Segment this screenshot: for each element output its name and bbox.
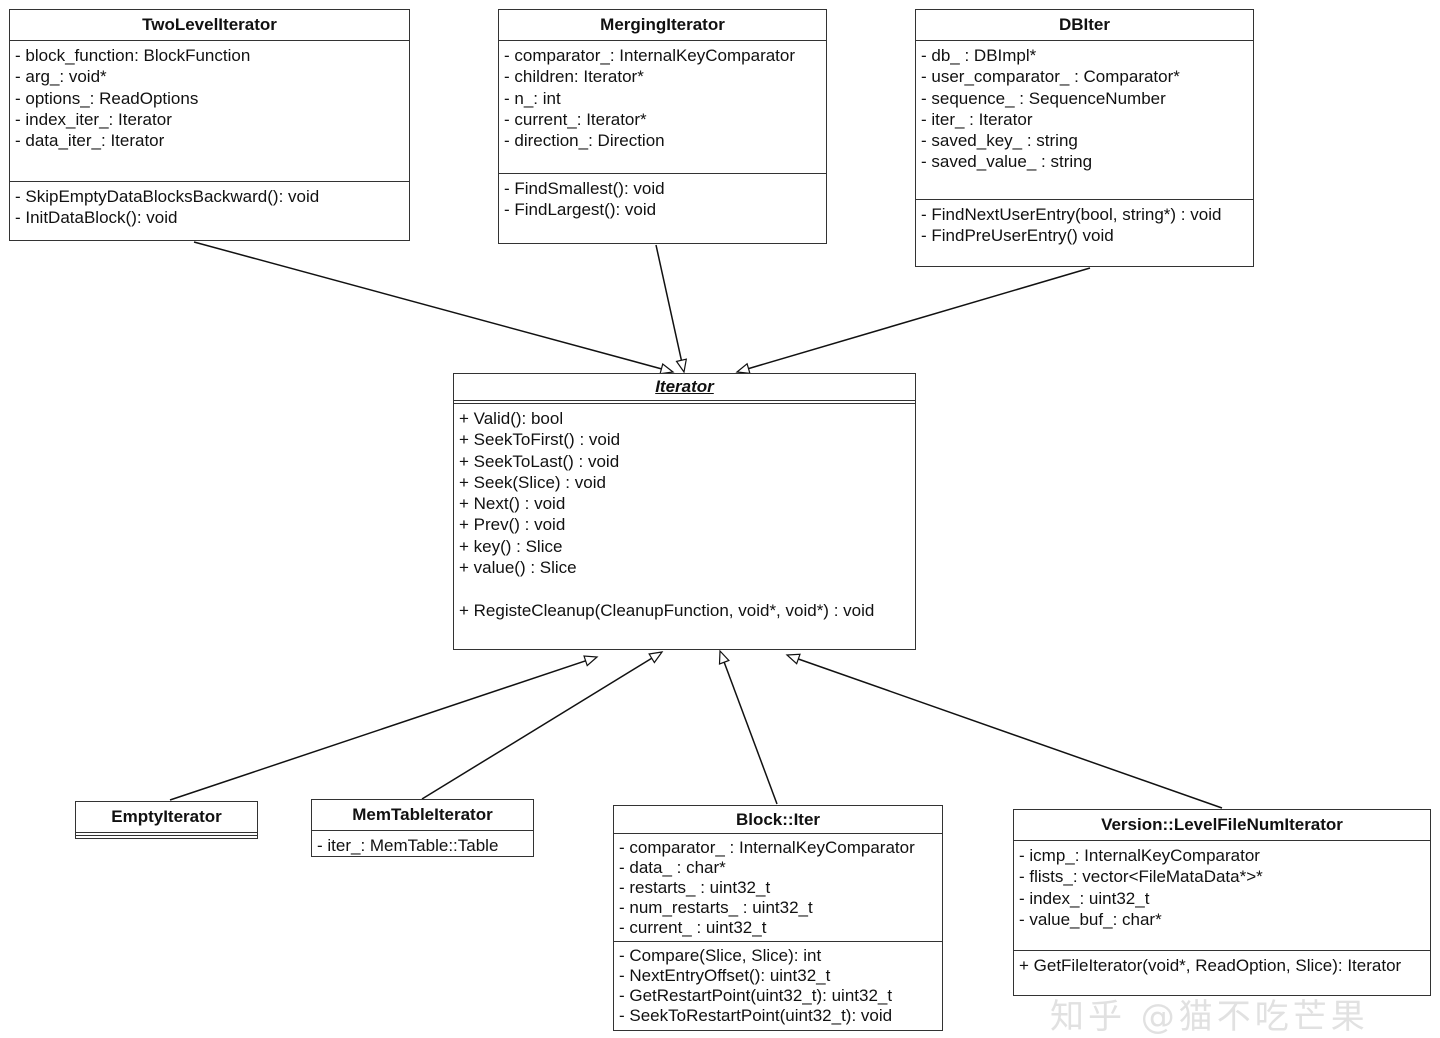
attribute: - saved_value_ : string: [921, 152, 1093, 172]
attribute: - block_function: BlockFunction: [15, 46, 251, 65]
method: + value() : Slice: [459, 558, 577, 578]
attribute: - current_ : uint32_t: [619, 918, 767, 937]
attribute: - comparator_: InternalKeyComparator: [504, 46, 796, 65]
link-dbiter-to-iterator: [748, 267, 1091, 370]
method: + key() : Slice: [459, 536, 563, 556]
class-merging[interactable]: MergingIterator- comparator_: InternalKe…: [498, 9, 827, 244]
attributes-section: - icmp_: InternalKeyComparator - flists_:…: [1014, 841, 1430, 951]
method: - Compare(Slice, Slice): int: [619, 946, 822, 965]
class-levelfile[interactable]: Version::LevelFileNumIterator- icmp_: In…: [1013, 809, 1431, 996]
class-name: DBIter: [916, 10, 1253, 41]
method: + Next() : void: [459, 494, 566, 514]
class-name: MemTableIterator: [312, 800, 533, 831]
class-name: Block::Iter: [614, 806, 942, 834]
class-name: MergingIterator: [499, 10, 826, 41]
method: - FindSmallest(): void: [504, 179, 665, 198]
link-empty-to-iterator: [169, 660, 586, 801]
attribute: - iter_ : Iterator: [921, 109, 1033, 129]
attribute: - num_restarts_ : uint32_t: [619, 898, 813, 917]
method: - FindNextUserEntry(bool, string*) : voi…: [921, 205, 1222, 224]
attribute: - comparator_ : InternalKeyComparator: [619, 838, 915, 857]
hollow-triangle-arrowhead: [785, 653, 801, 665]
attribute: - db_ : DBImpl*: [921, 46, 1037, 65]
methods-section: + GetFileIterator(void*, ReadOption, Sli…: [1014, 951, 1430, 980]
method: + Prev() : void: [459, 515, 566, 535]
attribute: - iter_: MemTable::Table: [317, 836, 499, 855]
class-name: EmptyIterator: [76, 802, 257, 836]
method: - SeekToRestartPoint(uint32_t): void: [619, 1006, 893, 1025]
attribute: - children: Iterator*: [504, 67, 644, 87]
method: + SeekToLast() : void: [459, 451, 620, 471]
method: - InitDataBlock(): void: [15, 208, 178, 228]
attributes-section: - comparator_ : InternalKeyComparator- d…: [614, 834, 942, 942]
methods-section: - FindSmallest(): void - FindLargest(): v…: [499, 174, 826, 225]
class-name: Iterator: [454, 374, 915, 404]
attribute: - restarts_ : uint32_t: [619, 878, 771, 897]
link-twolevel-to-iterator: [193, 241, 662, 370]
link-blockiter-to-iterator: [723, 661, 778, 805]
method: - FindLargest(): void: [504, 200, 657, 220]
attributes-section: - comparator_: InternalKeyComparator - ch…: [499, 41, 826, 174]
attribute: - sequence_ : SequenceNumber: [921, 88, 1166, 108]
attribute: - current_: Iterator*: [504, 109, 647, 129]
attribute: - icmp_: InternalKeyComparator: [1019, 846, 1260, 865]
hollow-triangle-arrowhead: [659, 363, 675, 375]
link-merging-to-iterator: [655, 244, 683, 361]
attribute: - flists_: vector<FileMataData*>*: [1019, 867, 1263, 887]
attributes-section: - iter_: MemTable::Table: [312, 831, 533, 856]
attribute: - index_iter_: Iterator: [15, 109, 172, 129]
method: - NextEntryOffset(): uint32_t: [619, 966, 831, 985]
class-empty[interactable]: EmptyIterator: [75, 801, 258, 839]
method: [459, 578, 910, 599]
class-dbiter[interactable]: DBIter - db_ : DBImpl* - user_comparator_ …: [915, 9, 1254, 267]
methods-section: - SkipEmptyDataBlocksBackward(): void - I…: [10, 182, 409, 233]
class-name: TwoLevelIterator: [10, 10, 409, 41]
attribute: - saved_key_ : string: [921, 131, 1078, 151]
hollow-triangle-arrowhead: [675, 358, 688, 374]
class-blockiter[interactable]: Block::Iter- comparator_ : InternalKeyCo…: [613, 805, 943, 1031]
attributes-section: - block_function: BlockFunction - arg_: v…: [10, 41, 409, 182]
class-twolevel[interactable]: TwoLevelIterator- block_function: BlockF…: [9, 9, 410, 241]
attribute: - data_ : char*: [619, 858, 726, 877]
attribute: - direction_: Direction: [504, 131, 665, 151]
methods-section: - Compare(Slice, Slice): int- NextEntryO…: [614, 942, 942, 1030]
methods-section: + Valid(): bool+ SeekToFirst() : void+ S…: [454, 404, 915, 625]
attributes-section: - db_ : DBImpl* - user_comparator_ : Comp…: [916, 41, 1253, 200]
attribute: - n_: int: [504, 88, 561, 108]
method: - FindPreUserEntry() void: [921, 226, 1114, 246]
hollow-triangle-arrowhead: [735, 362, 751, 375]
methods-section: - FindNextUserEntry(bool, string*) : voi…: [916, 200, 1253, 251]
attribute: - user_comparator_ : Comparator*: [921, 67, 1180, 87]
hollow-triangle-arrowhead: [718, 649, 730, 665]
link-levelfile-to-iterator: [798, 658, 1223, 809]
hollow-triangle-arrowhead: [583, 655, 599, 667]
method: - SkipEmptyDataBlocksBackward(): void: [15, 187, 320, 206]
method: + SeekToFirst() : void: [459, 430, 621, 450]
method: + RegisteCleanup(CleanupFunction, void*,…: [459, 600, 875, 620]
class-name: Version::LevelFileNumIterator: [1014, 810, 1430, 841]
class-iterator[interactable]: Iterator + Valid(): bool + SeekToFirst() :…: [453, 373, 916, 650]
method: + Valid(): bool: [459, 409, 564, 428]
attribute: - options_: ReadOptions: [15, 88, 199, 108]
attribute: - value_buf_: char*: [1019, 909, 1162, 929]
attribute: - data_iter_: Iterator: [15, 131, 165, 151]
method: + Seek(Slice) : void: [459, 472, 606, 492]
hollow-triangle-arrowhead: [648, 651, 664, 664]
method: - GetRestartPoint(uint32_t): uint32_t: [619, 986, 893, 1005]
attribute: - index_: uint32_t: [1019, 888, 1150, 908]
method: + GetFileIterator(void*, ReadOption, Sli…: [1019, 956, 1402, 975]
attribute: - arg_: void*: [15, 67, 107, 87]
link-memtable-to-iterator: [421, 657, 653, 800]
class-memtable[interactable]: MemTableIterator- iter_: MemTable::Table: [311, 799, 534, 857]
